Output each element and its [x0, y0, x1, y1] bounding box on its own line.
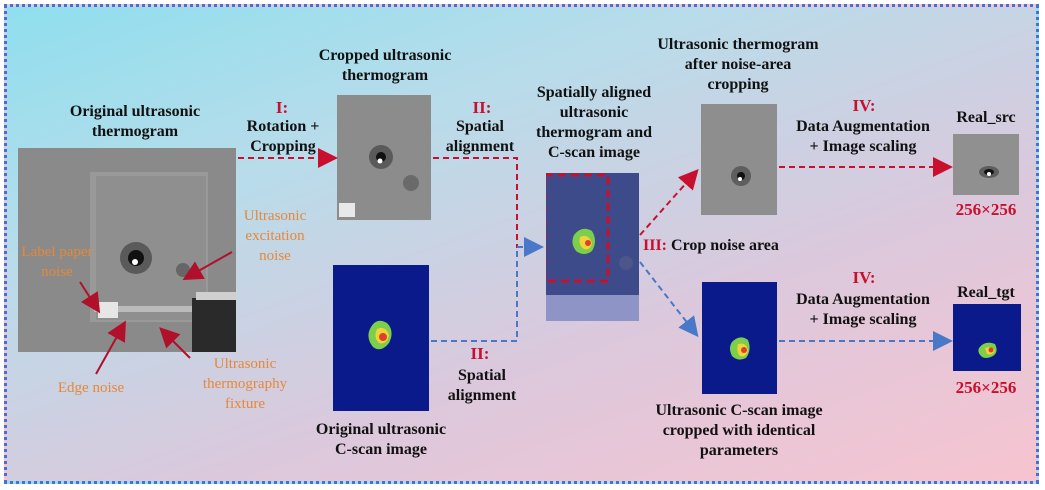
annotation-fixture: Ultrasonic thermography fixture [202, 356, 288, 412]
original-cscan-image [333, 265, 429, 411]
step1-number: I: [275, 98, 289, 117]
label-real-tgt: Real_tgt [957, 284, 1015, 301]
label-size-tgt: 256×256 [955, 378, 1017, 397]
original-cscan-graphic [368, 320, 392, 350]
pointer-excitation [182, 251, 233, 280]
annotation-edge-noise: Edge noise [57, 380, 125, 396]
real-src-graphic [979, 166, 999, 178]
step4b-number: IV: [852, 268, 876, 287]
aligned-image [543, 173, 639, 321]
aligned-graphic [543, 173, 639, 321]
step2b-text: Spatial alignment [447, 367, 517, 404]
real-tgt-graphic [978, 342, 997, 358]
step3-number: III: [643, 237, 668, 254]
step2a-number: II: [472, 98, 492, 117]
original-thermogram-graphic [90, 172, 236, 352]
cscan-cropped-graphic [730, 337, 750, 360]
label-cscan-cropped: Ultrasonic C-scan image cropped with ide… [655, 402, 823, 459]
step2b-number: II: [470, 344, 490, 363]
cropped-thermogram-graphic [339, 145, 419, 217]
cscan-cropped-image [702, 282, 777, 394]
arrow-step2-blue [431, 237, 544, 342]
annotation-label-paper-noise: Label paper noise [21, 244, 93, 280]
thermogram-after-crop-image [701, 104, 777, 215]
label-real-src: Real_src [956, 109, 1016, 126]
step4a-number: IV: [852, 96, 876, 115]
pointer-edge [95, 320, 126, 375]
pointer-fixture [159, 327, 191, 359]
label-size-src: 256×256 [955, 200, 1017, 219]
step2a-text: Spatial alignment [445, 118, 515, 155]
pointer-label-paper [79, 281, 101, 314]
arrow-step3-up [639, 169, 699, 236]
step3-label: III: Crop noise area [643, 236, 853, 256]
thermogram-after-crop-graphic [731, 166, 751, 186]
arrow-step3-down [639, 261, 699, 338]
label-thermogram-after-crop: Ultrasonic thermogram after noise-area c… [657, 36, 819, 93]
annotation-excitation-noise: Ultrasonic excitation noise [243, 208, 307, 264]
step3-text: Crop noise area [667, 237, 779, 254]
label-original-cscan: Original ultrasonic C-scan image [315, 421, 447, 458]
label-original-thermogram: Original ultrasonic thermogram [69, 103, 201, 140]
step1-text: Rotation + Cropping [246, 118, 320, 155]
label-spatially-aligned: Spatially aligned ultrasonic thermogram … [536, 84, 652, 161]
step4b-text: Data Augmentation + Image scaling [796, 291, 930, 328]
cropped-thermogram-image [337, 95, 431, 220]
arrow-step2-red [433, 157, 540, 248]
step4a-text: Data Augmentation + Image scaling [796, 118, 930, 155]
label-cropped-thermogram: Cropped ultrasonic thermogram [318, 47, 452, 84]
original-thermogram-image [18, 148, 236, 352]
real-tgt-image [953, 304, 1021, 371]
real-src-image [953, 134, 1019, 195]
